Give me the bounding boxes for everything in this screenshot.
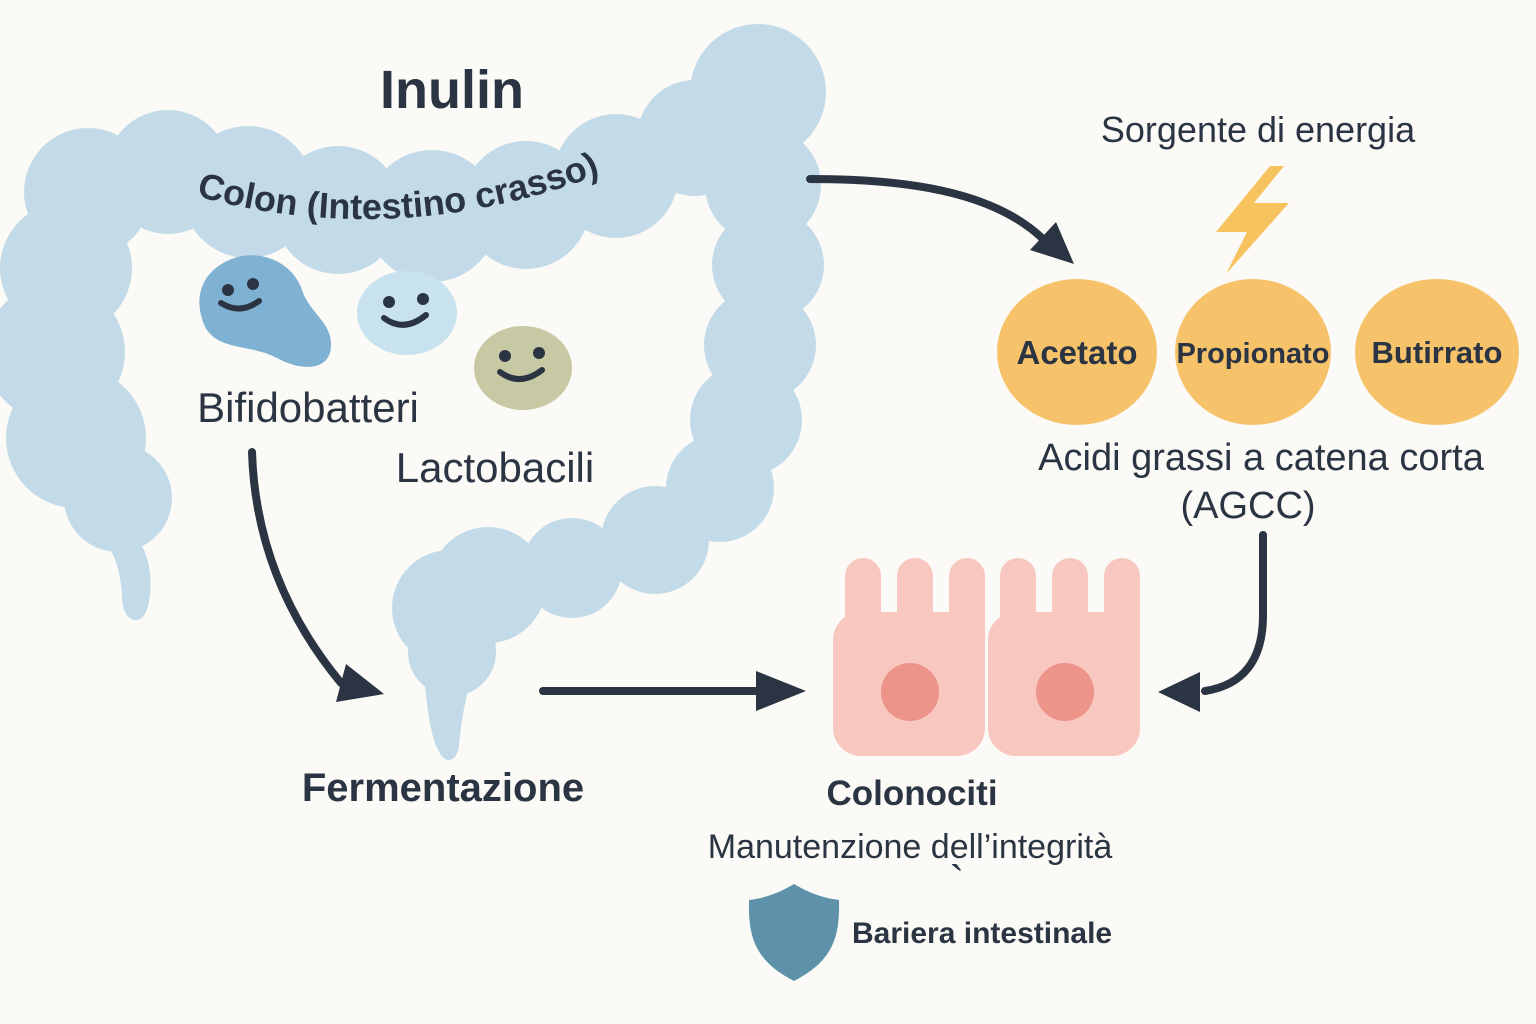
bacteria-group (199, 255, 572, 410)
colon-rectum-tail (424, 662, 478, 761)
lactobacillus-face-2 (497, 347, 545, 382)
scfa-group (997, 279, 1519, 425)
colonocytes-group (833, 558, 1140, 756)
eye-dot (417, 293, 429, 305)
colon-illustration (0, 24, 826, 761)
colon-segment (274, 146, 402, 274)
colon-segment (705, 127, 821, 243)
smile-arc (218, 298, 262, 312)
lightning-bolt-icon (1216, 166, 1289, 274)
stray-accent-mark: ` (950, 857, 965, 906)
arrow-agcc-to-colonocytes (1201, 531, 1267, 695)
colon-left-tail (96, 520, 151, 621)
arrowhead-fermentation (336, 664, 384, 702)
lactobacillus-blob-1 (357, 271, 457, 355)
scfa-group-label-line1: Acidi grassi a catena corta (1038, 437, 1485, 479)
eye-dot (383, 296, 395, 308)
eye-dot (222, 284, 234, 296)
lactobacili-label: Lactobacili (396, 444, 594, 491)
colonocyte-cell (988, 558, 1140, 756)
cell-nucleus (1036, 663, 1094, 721)
cell-nucleus (881, 663, 939, 721)
arrowhead-agcc-to-colonocytes (1158, 672, 1200, 712)
lactobacillus-face-1 (381, 293, 429, 328)
colon-segment (64, 444, 172, 552)
propionate-circle (1175, 279, 1331, 425)
scfa-group-label-line2: (AGCC) (1180, 485, 1315, 527)
arrowhead-to-colonocytes (756, 671, 806, 711)
smile-arc (381, 312, 429, 328)
eye-dot (533, 347, 545, 359)
energy-source-label: Sorgente di energia (1101, 109, 1416, 150)
bifidobacterium-blob (199, 255, 332, 367)
arrow-to-scfa (806, 175, 1046, 242)
fermentation-label: Fermentazione (302, 766, 584, 810)
arrows-group (248, 175, 1267, 712)
eye-dot (247, 278, 259, 290)
colon-segment (366, 150, 498, 282)
acetate-circle (997, 279, 1157, 425)
acetate-label: Acetato (1016, 334, 1137, 371)
butyrate-label: Butirrato (1372, 335, 1503, 370)
maintenance-label: Manutenzione dell’integrità (708, 828, 1113, 866)
bifidobatteri-label: Bifidobatteri (197, 384, 419, 431)
arrow-fermentation (248, 448, 345, 687)
shield-icon (748, 884, 840, 981)
colon-segment (601, 486, 709, 594)
colonocytes-label: Colonociti (826, 774, 997, 813)
page-title: Inulin (380, 60, 524, 120)
smile-arc (497, 367, 545, 382)
butyrate-circle (1355, 279, 1519, 425)
intestinal-barrier-label: Bariera intestinale (852, 917, 1112, 950)
colon-segment (690, 24, 826, 160)
colonocyte-cell (833, 558, 985, 756)
eye-dot (499, 350, 511, 362)
colon-segment (522, 518, 622, 618)
propionate-label: Propionato (1176, 338, 1329, 370)
bifidobacterium-face (218, 278, 262, 312)
arrowhead-to-scfa (1030, 222, 1074, 264)
lactobacillus-blob-2 (474, 326, 572, 410)
